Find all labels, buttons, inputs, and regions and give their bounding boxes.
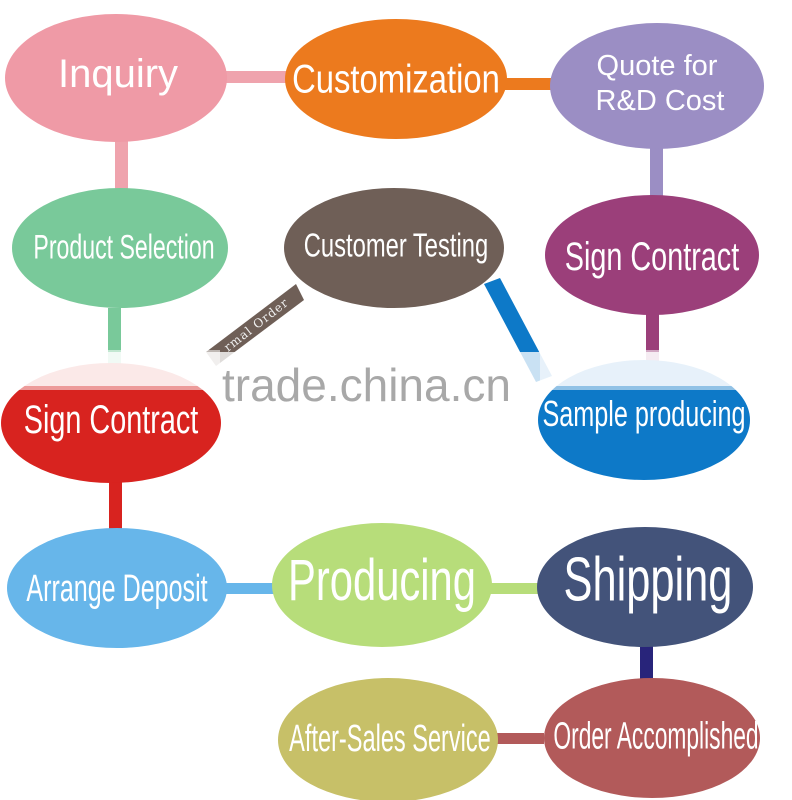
svg-text:Arrange Deposit: Arrange Deposit	[26, 567, 207, 609]
svg-text:R&D Cost: R&D Cost	[596, 85, 725, 117]
svg-text:Producing: Producing	[288, 547, 476, 612]
node-arrange-deposit: Arrange Deposit	[7, 528, 227, 648]
node-sign-contract-left: Sign Contract	[1, 363, 221, 483]
svg-text:Shipping: Shipping	[564, 546, 733, 614]
node-customization: Customization	[285, 19, 507, 139]
node-customer-testing: Customer Testing	[284, 188, 504, 308]
connector-customization-quote	[500, 78, 558, 90]
svg-text:Sign Contract: Sign Contract	[565, 235, 740, 280]
connector-inquiry-product-selection	[115, 140, 128, 190]
watermark-text: trade.china.cn	[222, 359, 511, 411]
connector-producing-shipping	[488, 583, 540, 594]
connector-quote-sign-contract	[650, 146, 663, 198]
formal-order-label: rmal Order	[221, 295, 291, 354]
svg-text:Sample producing: Sample producing	[542, 394, 745, 435]
node-product-selection: Product Selection	[12, 188, 228, 308]
svg-text:Product Selection: Product Selection	[33, 229, 214, 266]
connector-after-sales-order	[494, 733, 544, 744]
svg-text:Customer Testing: Customer Testing	[304, 228, 488, 265]
node-order-accomplished: Order Accomplished	[544, 678, 760, 798]
node-shipping: Shipping	[537, 527, 753, 647]
node-inquiry: Inquiry	[5, 14, 227, 142]
connector-sign-contract-deposit	[109, 478, 122, 530]
connector-inquiry-customization	[226, 71, 290, 83]
svg-text:Sign Contract: Sign Contract	[24, 398, 199, 443]
svg-text:After-Sales Service: After-Sales Service	[289, 716, 491, 759]
node-producing: Producing	[272, 523, 492, 647]
svg-text:Customization: Customization	[292, 57, 500, 102]
node-quote-rd-cost: Quote for R&D Cost	[550, 23, 764, 149]
watermark-band-left	[0, 350, 220, 390]
svg-text:Inquiry: Inquiry	[58, 52, 178, 96]
node-after-sales-service: After-Sales Service	[278, 678, 498, 800]
connector-formal-order	[206, 284, 304, 366]
svg-text:Order Accomplished: Order Accomplished	[553, 715, 758, 757]
connector-shipping-order	[640, 645, 653, 681]
watermark-band-right	[540, 350, 780, 390]
node-sign-contract-right: Sign Contract	[545, 195, 759, 315]
svg-text:Quote for: Quote for	[597, 50, 718, 82]
connector-deposit-producing	[224, 583, 276, 594]
